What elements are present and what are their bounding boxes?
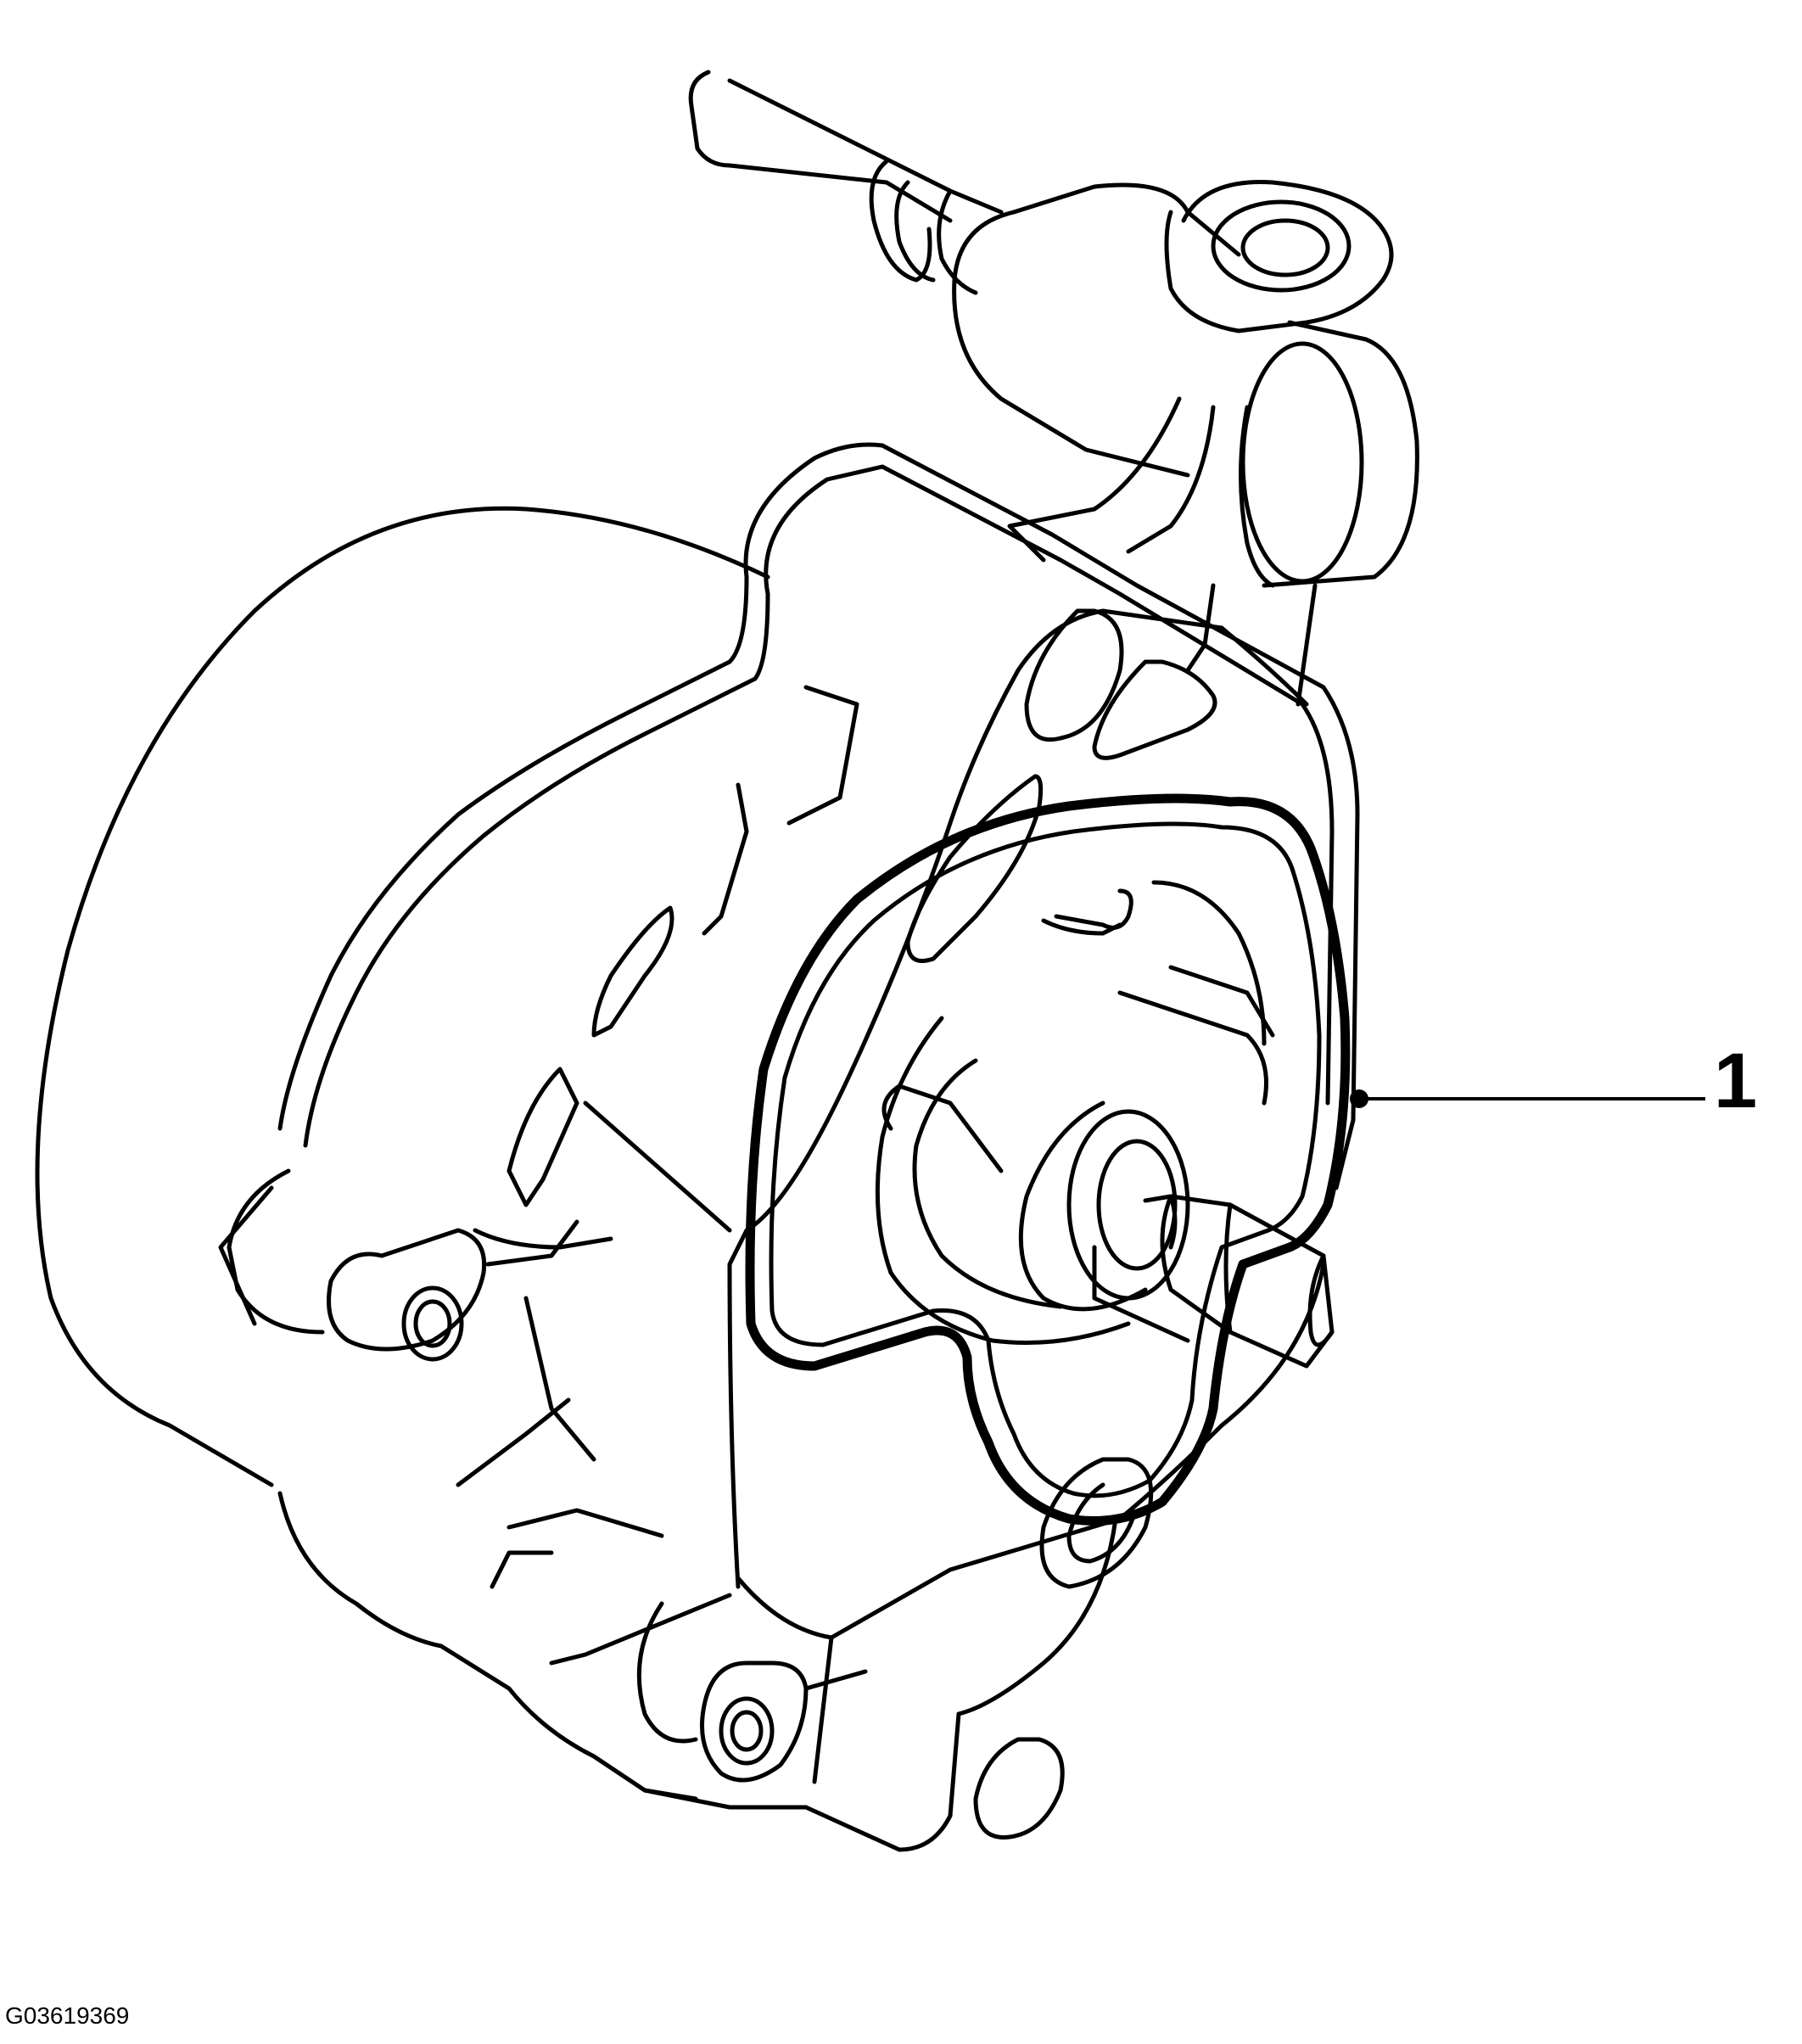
outlet-pipe [688,70,1004,295]
gasket [745,793,1351,1526]
callout-1-label: 1 [1714,1038,1758,1124]
pump-housing [35,442,1360,1852]
drive-shaft [1018,1100,1335,1369]
housing-ribs [456,685,859,1589]
pump-cavity [875,880,1275,1345]
pump-flange [549,608,1309,1810]
pipe-cap [1239,320,1419,588]
mounting-lug-left [218,1168,579,1362]
pipe-block [952,180,1394,478]
callout-1-dot [1350,1089,1368,1108]
mounting-lug-bottom [636,1601,868,1783]
gasket-inner-edge [769,821,1322,1498]
figure-code: G03619369 [5,2002,130,2029]
callout-1-leader [1350,1089,1705,1108]
